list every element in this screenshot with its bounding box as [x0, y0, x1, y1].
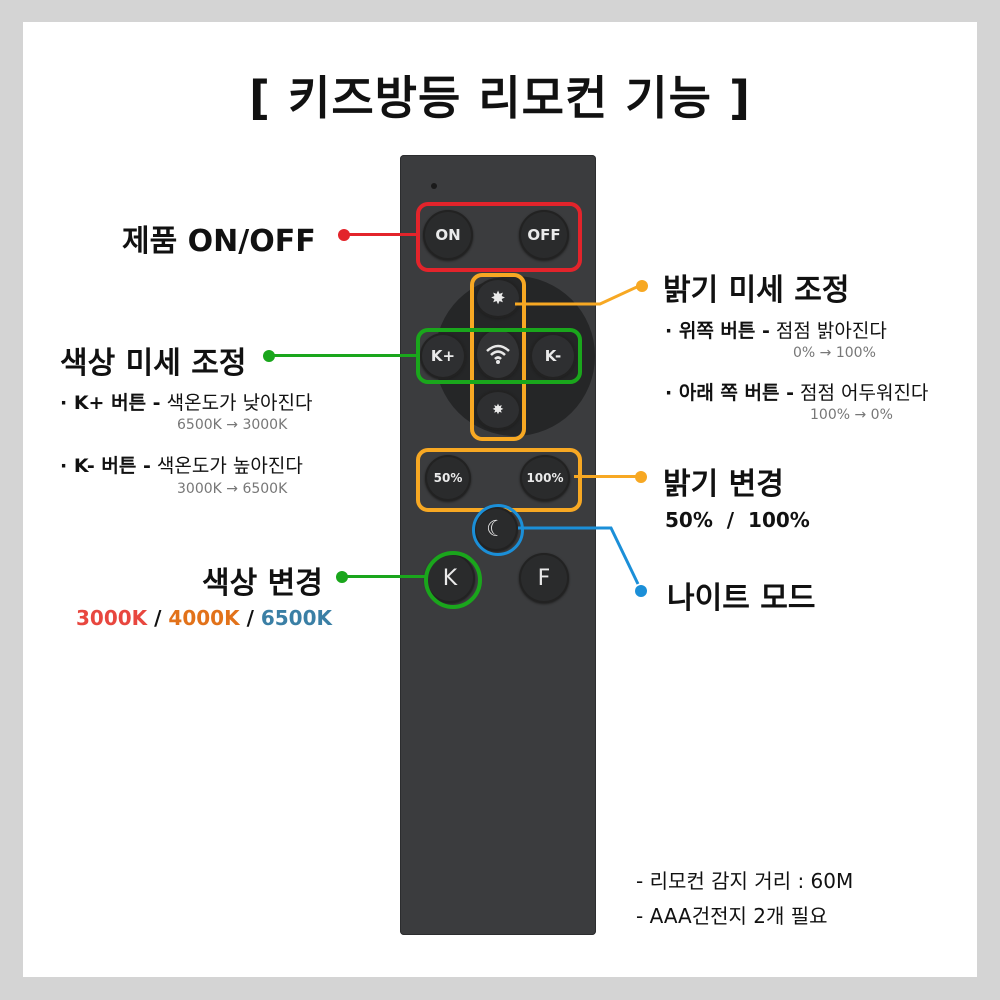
wireless-icon: [486, 344, 510, 364]
kplus-desc: 색온도가 낮아진다: [166, 392, 313, 414]
page-title: [ 키즈방등 리모컨 기능 ]: [249, 71, 751, 125]
night-mode-dot: [635, 585, 647, 597]
color-fine-label: 색상 미세 조정: [60, 346, 247, 381]
kplus-range: 6500K → 3000K: [177, 417, 288, 433]
on-button[interactable]: ON: [423, 210, 473, 260]
color-change-highlight: [424, 551, 482, 609]
brightness-down-range: 100% → 0%: [810, 407, 893, 423]
off-button[interactable]: OFF: [519, 210, 569, 260]
range-note: - 리모컨 감지 거리 : 60M: [636, 869, 854, 893]
power-label: 제품 ON/OFF: [122, 224, 316, 259]
kplus-title: · K+ 버튼 -: [60, 392, 161, 414]
color-fine-dot: [263, 350, 275, 362]
ir-sensor-dot: [431, 183, 437, 189]
color-change-label: 색상 변경: [202, 566, 323, 601]
k-minus-button[interactable]: K-: [530, 333, 576, 379]
temp-4000k: 4000K: [168, 606, 240, 630]
battery-note: - AAA건전지 2개 필요: [636, 904, 828, 928]
temp-3000k: 3000K: [76, 606, 148, 630]
brightness-down-note: · 아래 쪽 버튼 - 점점 어두워진다: [665, 378, 928, 405]
kminus-range: 3000K → 6500K: [177, 481, 288, 497]
night-mode-label: 나이트 모드: [667, 581, 816, 616]
power-connector-dot: [338, 229, 350, 241]
temp-6500k: 6500K: [260, 606, 333, 630]
color-temps: 3000K / 4000K / 6500K: [76, 606, 332, 630]
brightness-up-note: · 위쪽 버튼 - 점점 밝아진다: [665, 316, 887, 343]
f-button[interactable]: F: [519, 553, 569, 603]
kminus-note: · K- 버튼 - 색온도가 높아진다: [60, 451, 303, 478]
power-connector-line: [346, 233, 418, 236]
night-mode-connector: [518, 526, 640, 585]
brightness-down-title: · 아래 쪽 버튼 -: [665, 382, 794, 404]
temp-separator: /: [154, 606, 162, 630]
brightness-change-dot: [635, 471, 647, 483]
brightness-down-button[interactable]: ✸: [475, 390, 521, 430]
wireless-center-button[interactable]: [475, 328, 521, 380]
brightness-100-button[interactable]: 100%: [520, 455, 570, 501]
color-fine-highlight: [416, 328, 582, 384]
night-mode-highlight: [472, 504, 524, 556]
brightness-up-desc: 점점 밝아진다: [775, 320, 887, 342]
brightness-change-values: 50% / 100%: [665, 508, 810, 532]
brightness-down-desc: 점점 어두워진다: [800, 382, 929, 404]
brightness-up-range: 0% → 100%: [793, 345, 876, 361]
kminus-desc: 색온도가 높아진다: [156, 455, 303, 477]
brightness-change-highlight: [416, 448, 582, 512]
sun-dim-icon: ✸: [492, 402, 504, 418]
color-change-connector: [344, 575, 426, 578]
temp-separator: /: [246, 606, 254, 630]
brightness-fine-highlight: [470, 273, 526, 441]
brightness-change-label: 밝기 변경: [663, 467, 784, 502]
brightness-change-connector: [574, 475, 638, 478]
power-highlight: [416, 202, 582, 272]
brightness-fine-connector: [515, 284, 640, 306]
color-change-dot: [336, 571, 348, 583]
color-fine-connector: [271, 354, 418, 357]
brightness-50-button[interactable]: 50%: [425, 455, 471, 501]
brightness-up-button[interactable]: ✸: [475, 278, 521, 318]
kplus-note: · K+ 버튼 - 색온도가 낮아진다: [60, 388, 313, 415]
brightness-fine-label: 밝기 미세 조정: [663, 273, 850, 308]
sun-bright-icon: ✸: [490, 287, 506, 309]
kminus-title: · K- 버튼 -: [60, 455, 151, 477]
k-plus-button[interactable]: K+: [420, 333, 466, 379]
brightness-up-title: · 위쪽 버튼 -: [665, 320, 770, 342]
brightness-fine-dot: [636, 280, 648, 292]
